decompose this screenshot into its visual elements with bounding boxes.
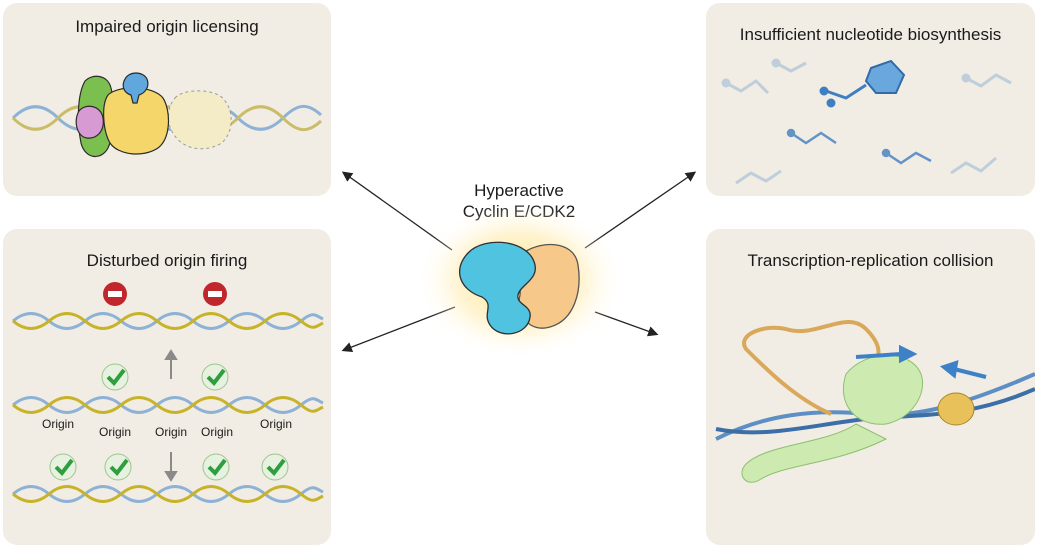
arrow-icon [855,344,987,379]
panel-impaired-origin-licensing: Impaired origin licensing [3,3,331,196]
replisome [937,392,975,426]
cyclin-e [458,241,536,335]
rna-polymerase [741,354,923,483]
stop-sign-icon [103,282,127,306]
collision-illustration [715,319,1035,483]
cyclin-e-cdk2-complex [415,205,625,360]
panel-nucleotide-biosynthesis: Insufficient nucleotide biosynthesis [706,3,1035,196]
nucleotides-illustration [721,58,1012,185]
check-mark-icon [101,363,129,391]
panel-title: Impaired origin licensing [75,17,259,36]
licensing-illustration [11,72,323,157]
arrow-icon [164,349,178,482]
panel-title: Insufficient nucleotide biosynthesis [739,25,1002,44]
origin-label: Origin [41,417,74,431]
licensing-complex [75,72,169,157]
panel-transcription-replication-collision: Transcription-replication collision [706,229,1035,545]
nucleotide-icon [786,128,932,165]
mcm-complex-faded [167,90,232,150]
check-mark-icon [104,453,132,481]
origin-firing-illustration [11,282,325,503]
center-label-line1: Hyperactive [474,181,564,200]
check-mark-icon [202,453,230,481]
origin-label: Origin [259,417,292,431]
panel-title: Transcription-replication collision [747,251,994,270]
check-mark-icon [201,363,229,391]
origin-label: Origin [98,425,131,439]
panel-disturbed-origin-firing: Disturbed origin firing [3,229,331,545]
origin-label: Origin [200,425,233,439]
rna-strand [742,319,881,416]
panel-title: Disturbed origin firing [86,251,248,270]
check-mark-icon [49,453,77,481]
nucleotide-icon [721,58,1012,185]
check-mark-icon [261,453,289,481]
stop-sign-icon [203,282,227,306]
origin-label: Origin [154,425,187,439]
nucleotide-icon [819,59,906,108]
